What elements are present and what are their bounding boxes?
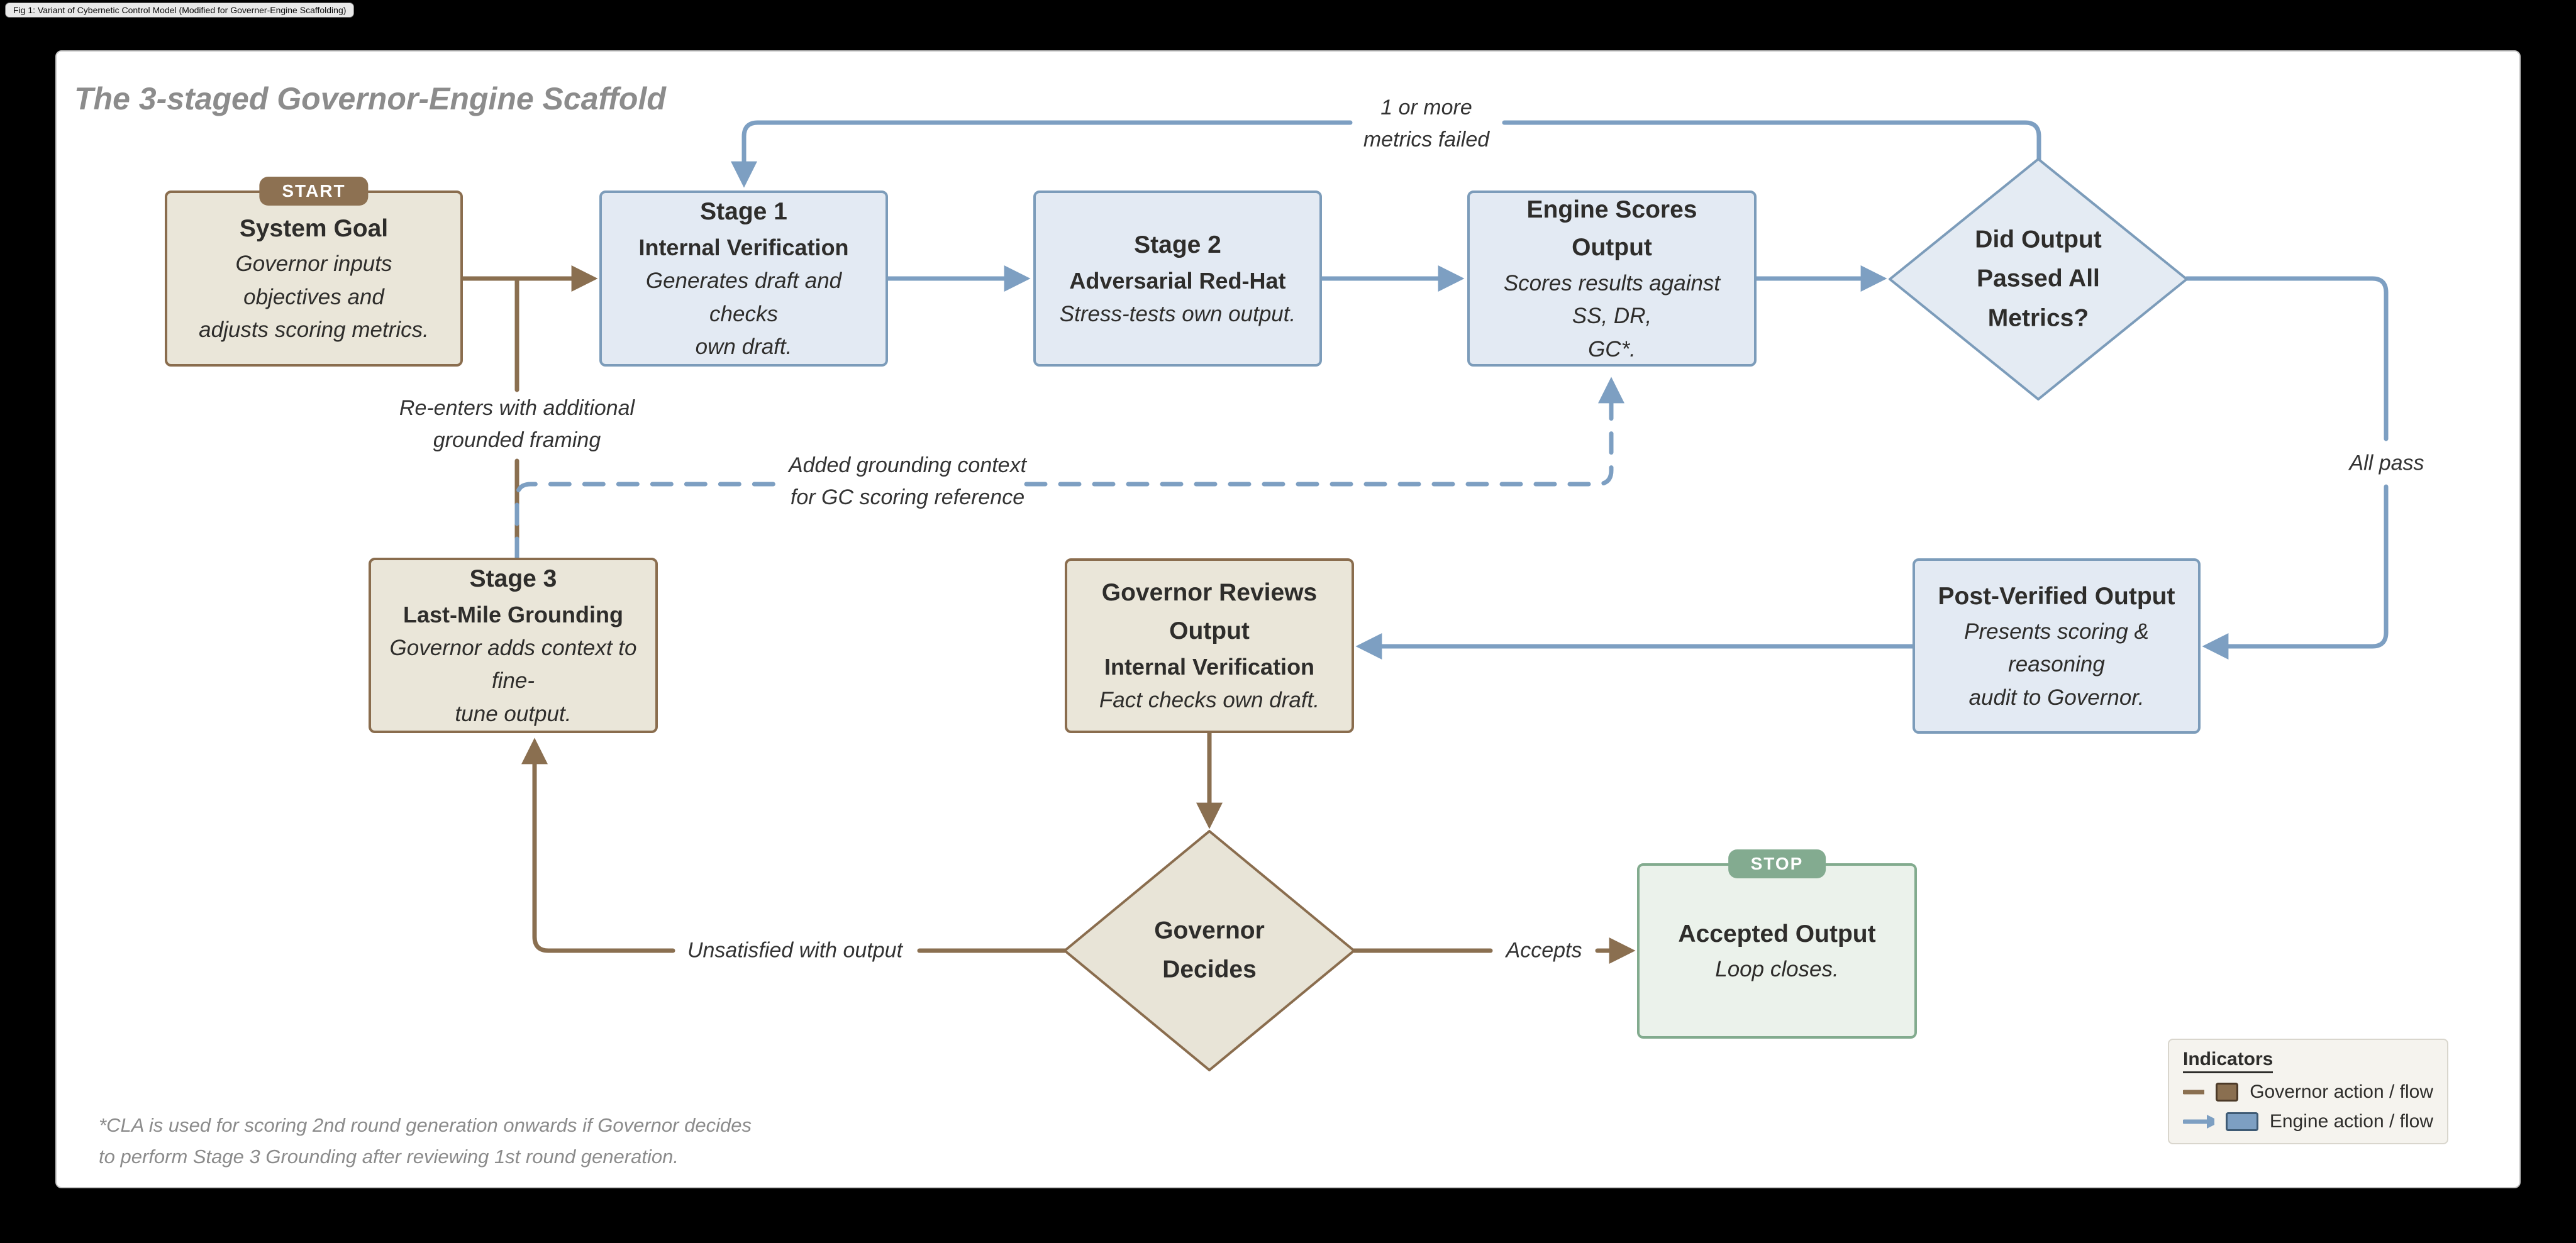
engine-swatch: [2226, 1112, 2258, 1131]
start-badge: START: [259, 177, 369, 206]
node-stage3: Stage 3 Last-Mile Grounding Governor add…: [369, 558, 658, 733]
edge-decision-metrics-failed: [744, 120, 2041, 180]
node-stage1: Stage 1 Internal Verification Generates …: [599, 191, 888, 367]
stage2-title: Stage 2: [1134, 231, 1221, 258]
legend-row-governor: Governor action / flow: [2183, 1081, 2433, 1103]
legend-indicators: Indicators Governor action / flow Engine…: [2168, 1039, 2448, 1144]
governor-reviews-body: Fact checks own draft.: [1099, 688, 1320, 713]
stage1-body: Generates draft and checks own draft.: [645, 268, 842, 360]
stage2-body: Stress-tests own output.: [1059, 301, 1296, 326]
legend-label-governor: Governor action / flow: [2250, 1081, 2433, 1102]
footnote: *CLA is used for scoring 2nd round gener…: [99, 1114, 752, 1168]
edge-label-re-enters: Re-enters with additional grounded frami…: [399, 396, 635, 452]
stage3-body: Governor adds context to fine- tune outp…: [389, 635, 637, 726]
stage1-title: Stage 1: [700, 198, 787, 226]
edge-label-metrics-failed: 1 or more metrics failed: [1363, 96, 1490, 152]
decision-metrics-diamond: [1889, 158, 2188, 401]
stage1-subtitle: Internal Verification: [638, 235, 849, 261]
node-stage2: Stage 2 Adversarial Red-Hat Stress-tests…: [1033, 191, 1322, 367]
legend-title: Indicators: [2183, 1049, 2273, 1073]
node-accepted-output: STOP Accepted Output Loop closes.: [1637, 849, 1917, 1039]
decision-metrics-label: Did Output Passed All Metrics?: [1975, 226, 2102, 332]
edge-label-added-grounding: Added grounding context for GC scoring r…: [788, 453, 1027, 509]
engine-scores-title: Engine Scores Output: [1526, 196, 1697, 262]
decision-governor-label: Governor Decides: [1154, 917, 1265, 983]
accepted-output-title: Accepted Output: [1678, 920, 1876, 948]
edge-label-all-pass: All pass: [2349, 451, 2424, 475]
edge-label-unsatisfied: Unsatisfied with output: [687, 938, 903, 963]
figure-tab-label: Fig 1: Variant of Cybernetic Control Mod…: [13, 5, 347, 15]
system-goal-body: Governor inputs objectives and adjusts s…: [199, 251, 429, 343]
figure-tab[interactable]: Fig 1: Variant of Cybernetic Control Mod…: [5, 3, 355, 18]
governor-reviews-title: Governor Reviews Output: [1101, 579, 1318, 644]
stop-badge: STOP: [1728, 849, 1826, 878]
edge-decision-all-pass: [2184, 276, 2389, 646]
governor-reviews-subtitle: Internal Verification: [1104, 654, 1315, 680]
governor-swatch: [2215, 1083, 2239, 1102]
post-verified-body: Presents scoring & reasoning audit to Go…: [1964, 619, 2149, 710]
legend-label-engine: Engine action / flow: [2269, 1111, 2433, 1132]
decision-governor-diamond: [1063, 830, 1355, 1071]
node-system-goal: START System Goal Governor inputs object…: [165, 177, 463, 367]
edge-label-accepts: Accepts: [1506, 938, 1582, 963]
engine-arrow-icon: [2183, 1115, 2215, 1129]
post-verified-title: Post-Verified Output: [1938, 582, 2175, 610]
system-goal-title: System Goal: [239, 215, 389, 243]
node-governor-reviews: Governor Reviews Output Internal Verific…: [1065, 558, 1354, 733]
accepted-output-body: Loop closes.: [1715, 957, 1839, 982]
governor-arrow-icon: [2183, 1090, 2204, 1095]
legend-row-engine: Engine action / flow: [2183, 1111, 2433, 1132]
edge-stage3-grounding-context: [514, 385, 1611, 560]
stage3-subtitle: Last-Mile Grounding: [403, 601, 623, 627]
stage2-subtitle: Adversarial Red-Hat: [1069, 267, 1286, 294]
stage3-title: Stage 3: [469, 565, 557, 592]
page-title: The 3-staged Governor-Engine Scaffold: [74, 81, 666, 116]
engine-scores-body: Scores results against SS, DR, GC*.: [1503, 270, 1721, 362]
node-engine-scores: Engine Scores Output Scores results agai…: [1467, 191, 1757, 367]
node-post-verified: Post-Verified Output Presents scoring & …: [1913, 558, 2201, 734]
edge-decides-unsatisfied-stage3: [535, 746, 1067, 953]
